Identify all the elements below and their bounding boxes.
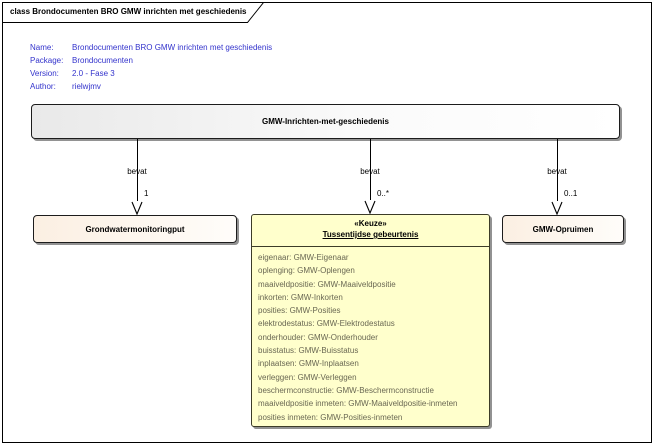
property-row: Version: 2.0 - Fase 3 [30, 67, 272, 80]
property-value: Brondocumenten BRO GMW inrichten met ges… [72, 43, 273, 52]
property-row: Author: rielwjmv [30, 80, 272, 93]
connector-line [557, 139, 558, 201]
open-arrowhead-icon [551, 201, 563, 215]
attribute-row: maaiveldpositie: GMW-Maaiveldpositie [258, 279, 396, 289]
frame-title-tab [2, 2, 265, 23]
attribute-row: inkorten: GMW-Inkorten [258, 292, 343, 302]
frame-title: class Brondocumenten BRO GMW inrichten m… [10, 7, 247, 16]
attribute-row: verleggen: GMW-Verleggen [258, 372, 357, 382]
diagram-properties: Name: Brondocumenten BRO GMW inrichten m… [30, 41, 272, 93]
attribute-list: eigenaar: GMW-Eigenaar oplenging: GMW-Opl… [252, 247, 489, 424]
connector-line [370, 139, 371, 200]
class-name: Grondwatermonitoringput [85, 224, 185, 234]
attribute-row: beschermconstructie: GMW-Beschermconstru… [258, 385, 434, 395]
class-gmw-inrichten-met-geschiedenis[interactable]: GMW-Inrichten-met-geschiedenis [31, 104, 620, 139]
property-value: rielwjmv [72, 82, 101, 91]
open-arrowhead-icon [364, 200, 376, 214]
class-name: GMW-Inrichten-met-geschiedenis [262, 117, 389, 126]
property-row: Package: Brondocumenten [30, 54, 272, 67]
class-gmw-opruimen[interactable]: GMW-Opruimen [502, 215, 624, 243]
attribute-row: elektrodestatus: GMW-Elektrodestatus [258, 319, 395, 329]
choice-tussentijdse-gebeurtenis[interactable]: «Keuze» Tussentijdse gebeurtenis eigenaa… [251, 214, 490, 427]
attribute-row: posities: GMW-Posities [258, 306, 341, 316]
multiplicity-label: 0..* [377, 189, 390, 198]
property-label: Name: [30, 43, 54, 52]
attribute-row: buisstatus: GMW-Buisstatus [258, 346, 359, 356]
open-arrowhead-icon [131, 201, 143, 215]
attribute-row: posities inmeten: GMW-Posities-inmeten [258, 412, 403, 422]
connector-line [137, 139, 138, 201]
property-value: 2.0 - Fase 3 [72, 69, 115, 78]
property-label: Version: [30, 69, 59, 78]
multiplicity-label: 1 [144, 189, 149, 198]
property-value: Brondocumenten [72, 56, 133, 65]
attribute-row: eigenaar: GMW-Eigenaar [258, 253, 349, 262]
class-name: GMW-Opruimen [532, 224, 594, 234]
connector-label: bevat [360, 167, 380, 176]
property-label: Author: [30, 82, 56, 91]
multiplicity-label: 0..1 [564, 189, 578, 198]
attribute-row: oplenging: GMW-Oplengen [258, 266, 355, 276]
class-name: Tussentijdse gebeurtenis [322, 230, 419, 239]
property-label: Package: [30, 56, 64, 65]
connector-label: bevat [127, 167, 147, 176]
class-grondwatermonitoringput[interactable]: Grondwatermonitoringput [33, 215, 237, 243]
stereotype-label: «Keuze» [354, 219, 387, 228]
attribute-row: maaiveldpositie inmeten: GMW-Maaiveldpos… [258, 399, 458, 409]
attribute-row: inplaatsen: GMW-Inplaatsen [258, 359, 359, 369]
attribute-row: onderhouder: GMW-Onderhouder [258, 332, 378, 342]
choice-header: «Keuze» Tussentijdse gebeurtenis [252, 215, 489, 247]
connector-label: bevat [547, 167, 567, 176]
property-row: Name: Brondocumenten BRO GMW inrichten m… [30, 41, 272, 54]
